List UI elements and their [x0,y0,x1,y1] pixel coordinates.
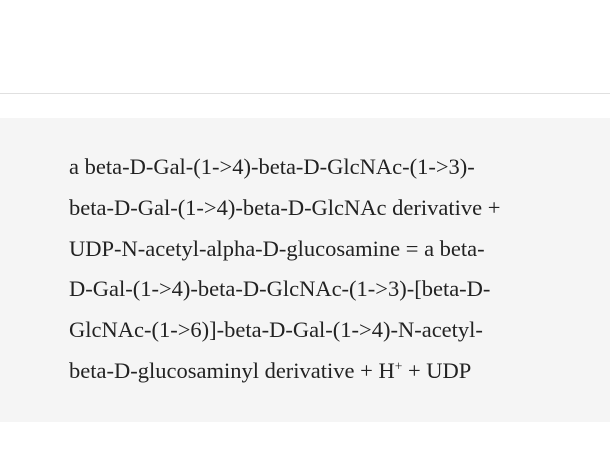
header-blank-area [0,0,610,93]
reaction-line-2: beta-D-Gal-(1->4)-beta-D-GlcNAc derivati… [69,194,501,220]
reaction-line-6-text: beta-D-glucosaminyl derivative + H [69,357,395,383]
reaction-panel [0,118,610,422]
reaction-line-6-tail: + UDP [402,357,472,383]
footer-blank-area [0,422,610,463]
header-divider [0,93,610,94]
reaction-line-3: UDP-N-acetyl-alpha-D-glucosamine = a bet… [69,235,485,261]
reaction-line-5: GlcNAc-(1->6)]-beta-D-Gal-(1->4)-N-acety… [69,317,483,343]
proton-charge-superscript: + [394,358,403,374]
reaction-line-4: D-Gal-(1->4)-beta-D-GlcNAc-(1->3)-[beta-… [69,276,491,302]
reaction-line-6: beta-D-glucosaminyl derivative + H+ + UD… [69,351,559,392]
reaction-equation: a beta-D-Gal-(1->4)-beta-D-GlcNAc-(1->3)… [69,147,559,392]
reaction-line-1: a beta-D-Gal-(1->4)-beta-D-GlcNAc-(1->3)… [69,154,475,179]
